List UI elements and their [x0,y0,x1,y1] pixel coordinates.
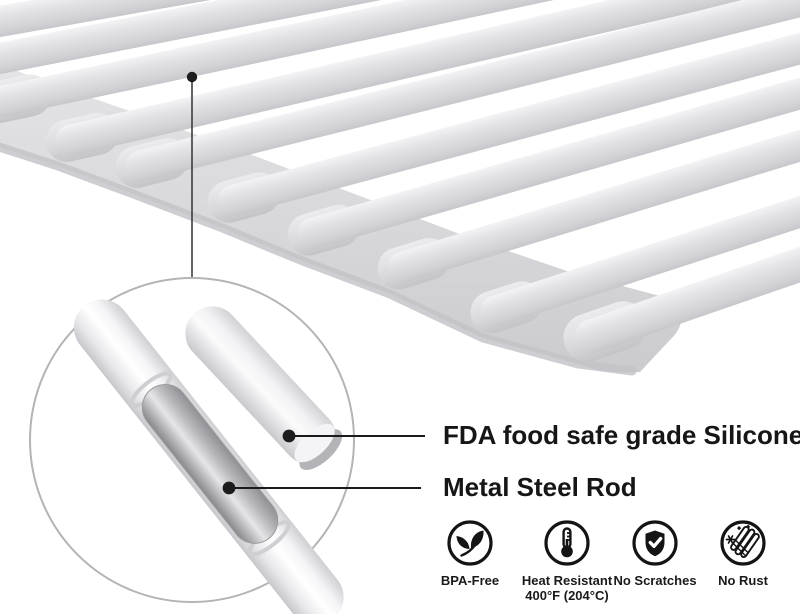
silicone-sleeve-piece [185,306,343,471]
callout-silicone [282,429,425,443]
lens-callout [186,71,198,279]
callout-dot-silicone [282,429,296,443]
label-silicone: FDA food safe grade Silicone [443,420,800,450]
callout-metal-rod [222,481,421,495]
band-front-lip [0,142,637,376]
tube-metal-core [141,383,279,544]
callout-dot-metal [222,481,236,495]
silicone-rods [0,0,800,354]
label-metal-rod: Metal Steel Rod [443,472,637,502]
cutaway-tube [73,299,344,614]
callout-dot-rod-top [186,71,198,83]
